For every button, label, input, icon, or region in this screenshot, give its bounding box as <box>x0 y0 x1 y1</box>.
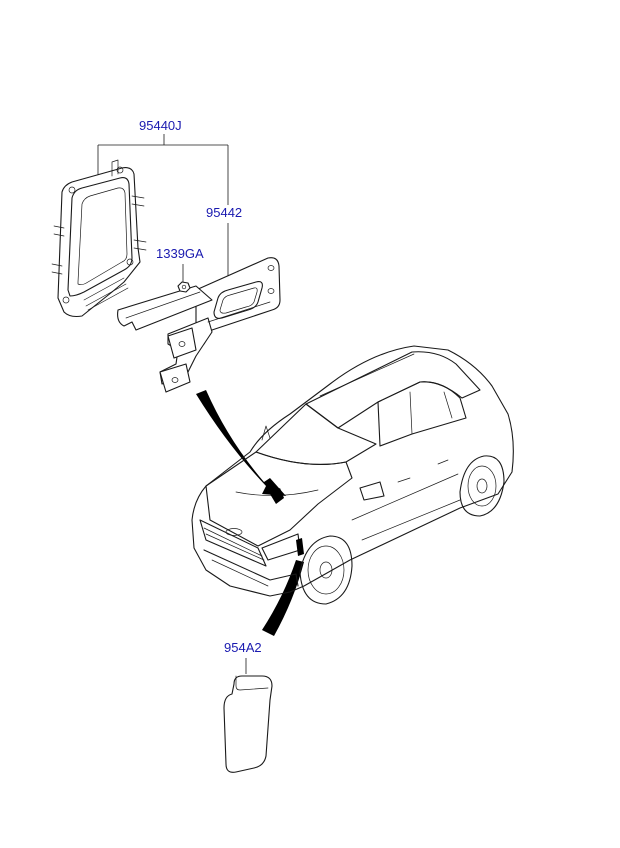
mounting-bracket[interactable] <box>117 257 281 393</box>
label-95440J[interactable]: 95440J <box>139 118 182 133</box>
sensor-cover[interactable] <box>223 675 273 773</box>
nut[interactable] <box>177 281 191 293</box>
label-95442[interactable]: 95442 <box>206 205 242 220</box>
arrow-to-cover-location <box>262 560 304 636</box>
label-1339GA[interactable]: 1339GA <box>156 246 204 261</box>
arrow-to-ecu-location <box>196 390 286 496</box>
label-954A2[interactable]: 954A2 <box>224 640 262 655</box>
ecu-module[interactable] <box>51 159 147 318</box>
vehicle-illustration <box>191 345 514 605</box>
leader-95440J <box>97 134 229 205</box>
